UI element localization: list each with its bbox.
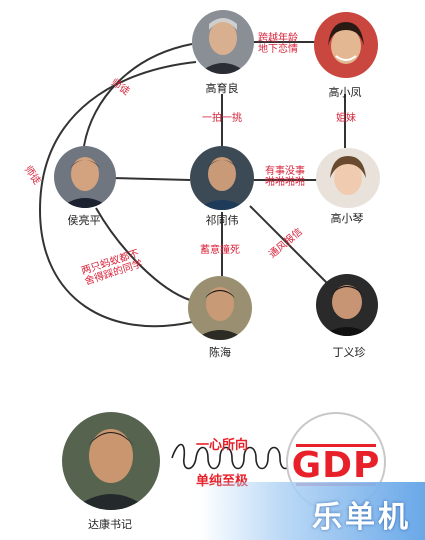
portrait-ding-yizhen	[316, 274, 378, 336]
name-gao-yuliang: 高育良	[205, 82, 239, 95]
watermark-text: 乐单机	[312, 500, 411, 535]
name-gao-xiaofeng: 高小凤	[328, 86, 362, 99]
name-ding-yizhen: 丁义珍	[332, 346, 366, 359]
relation-feng-qin: 姐妹	[336, 113, 356, 124]
relation-gao-gaofeng: 跨越年龄 地下恋情	[258, 33, 298, 55]
portrait-gao-xiaofeng	[314, 12, 378, 78]
name-hou-liangping: 侯亮平	[67, 214, 101, 227]
relation-dakang-gdp-top: 一心所向	[196, 438, 249, 453]
name-chen-hai: 陈海	[209, 346, 231, 359]
gdp-label: GDP	[291, 445, 381, 486]
relation-qi-chen: 蓄意撞死	[200, 245, 240, 256]
relation-gao-qi: 一拍一挑	[202, 113, 242, 124]
portrait-qi-tongwei	[190, 146, 254, 210]
name-dakang: 达康书记	[88, 518, 132, 531]
portrait-gao-xiaoqin	[316, 148, 380, 208]
portrait-dakang	[62, 412, 160, 510]
name-qi-tongwei: 祁同伟	[205, 214, 239, 227]
portrait-hou-liangping	[54, 146, 116, 208]
name-gao-xiaoqin: 高小琴	[330, 212, 364, 225]
relation-qi-qin: 有事没事 啪啪啪啪	[265, 166, 305, 188]
portrait-gao-yuliang	[192, 10, 254, 74]
portrait-chen-hai	[188, 276, 252, 340]
watermark-banner: 乐单机	[200, 482, 425, 540]
